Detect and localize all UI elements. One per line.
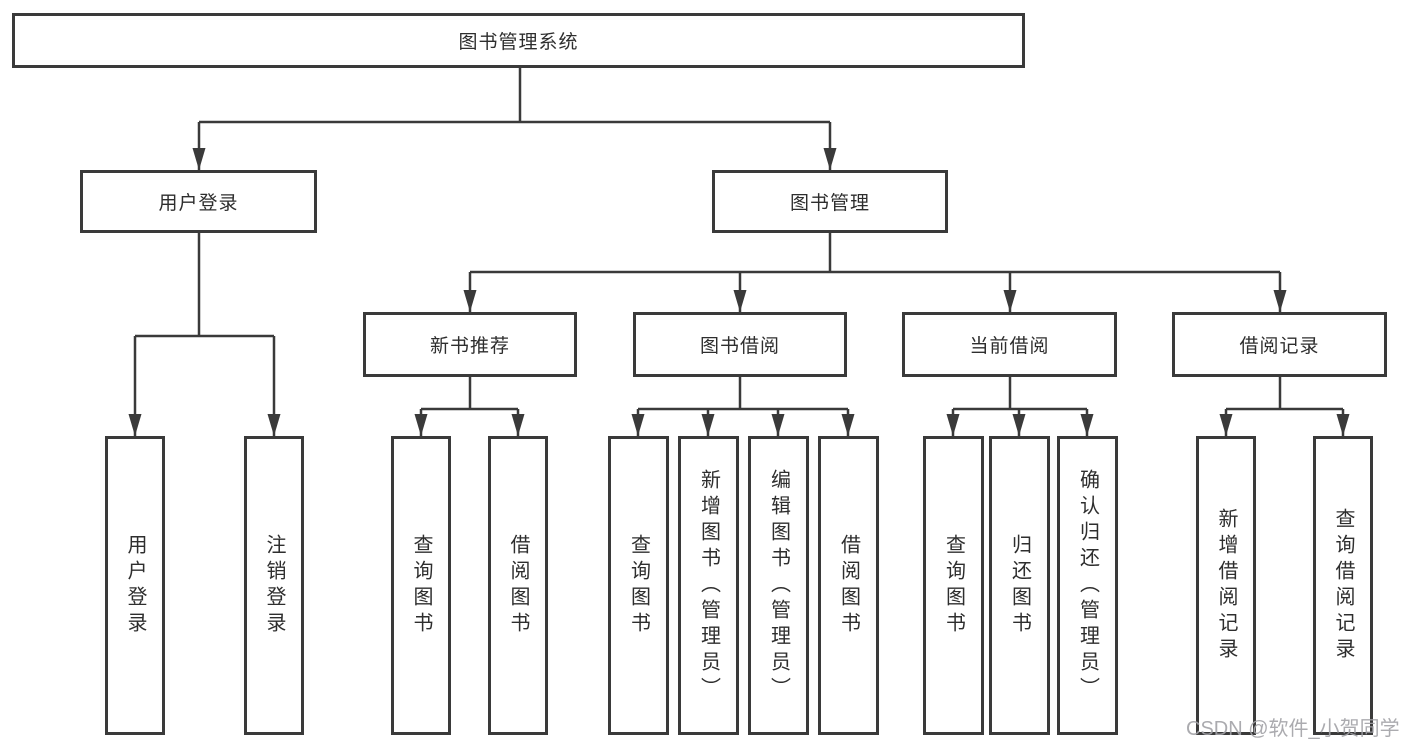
leaf-records-query-record-label: 查询借阅记录 [1332,507,1354,664]
watermark-text: CSDN @软件_小贺同学 [1186,718,1400,740]
node-new-book-recommend: 新书推荐 [363,312,577,377]
leaf-borrow-add-books-admin: 新增图书（管理员） [678,436,739,735]
node-user-login-label: 用户登录 [158,193,239,214]
node-book-borrow: 图书借阅 [633,312,847,377]
leaf-current-query-books: 查询图书 [923,436,984,735]
leaf-borrow-query-books: 查询图书 [608,436,669,735]
connector-group [128,68,1350,436]
leaf-logout-label: 注销登录 [263,533,285,638]
leaf-records-add-record: 新增借阅记录 [1196,436,1256,735]
node-new-book-recommend-label: 新书推荐 [429,336,510,357]
leaf-records-add-record-label: 新增借阅记录 [1215,507,1237,664]
node-current-borrow: 当前借阅 [902,312,1117,377]
leaf-borrow-edit-books-admin-label: 编辑图书（管理员） [767,468,790,703]
node-root-label: 图书管理系统 [458,32,579,53]
leaf-current-return-books: 归还图书 [989,436,1050,735]
leaf-borrow-query-books-label: 查询图书 [627,533,650,638]
leaf-user-login: 用户登录 [105,436,165,735]
leaf-borrow-edit-books-admin: 编辑图书（管理员） [748,436,809,735]
leaf-current-confirm-return-admin: 确认归还（管理员） [1057,436,1118,735]
leaf-borrow-borrow-books: 借阅图书 [818,436,879,735]
leaf-logout: 注销登录 [244,436,304,735]
node-user-login: 用户登录 [80,170,317,233]
leaf-borrow-borrow-books-label: 借阅图书 [837,533,860,638]
leaf-current-confirm-return-admin-label: 确认归还（管理员） [1076,468,1099,703]
leaf-recommend-borrow-books-label: 借阅图书 [507,533,529,638]
leaf-borrow-add-books-admin-label: 新增图书（管理员） [697,468,720,703]
node-book-management-label: 图书管理 [789,193,870,214]
leaf-recommend-borrow-books: 借阅图书 [488,436,548,735]
leaf-user-login-label: 用户登录 [124,533,146,638]
node-book-management: 图书管理 [712,170,948,233]
node-borrow-records: 借阅记录 [1172,312,1387,377]
node-root: 图书管理系统 [12,13,1025,68]
leaf-current-query-books-label: 查询图书 [942,533,965,638]
node-book-borrow-label: 图书借阅 [699,336,780,357]
node-borrow-records-label: 借阅记录 [1239,336,1320,357]
leaf-recommend-query-books-label: 查询图书 [410,533,432,638]
leaf-current-return-books-label: 归还图书 [1008,533,1031,638]
node-current-borrow-label: 当前借阅 [969,336,1050,357]
leaf-recommend-query-books: 查询图书 [391,436,451,735]
leaf-records-query-record: 查询借阅记录 [1313,436,1373,735]
